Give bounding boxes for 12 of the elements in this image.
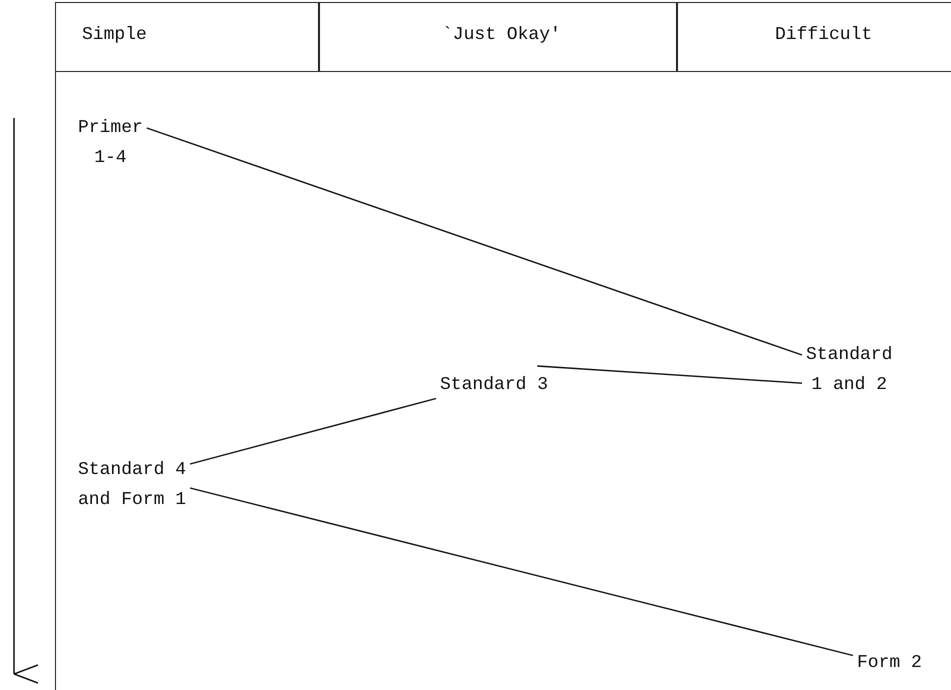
level-label: Standard 1 and 2: [806, 340, 892, 400]
level-label: Standard 4 and Form 1: [78, 455, 186, 515]
level-label: Standard 3: [440, 370, 548, 400]
column-header: Simple: [82, 24, 147, 46]
level-label: Primer 1-4: [78, 113, 143, 173]
column-header: Difficult: [775, 24, 872, 46]
connector-line: [190, 487, 854, 656]
connector-line: [190, 398, 436, 465]
connector-line: [537, 365, 802, 384]
level-label: Form 2: [857, 648, 922, 678]
column-header: `Just Okay': [442, 24, 561, 46]
connector-line: [146, 127, 802, 356]
